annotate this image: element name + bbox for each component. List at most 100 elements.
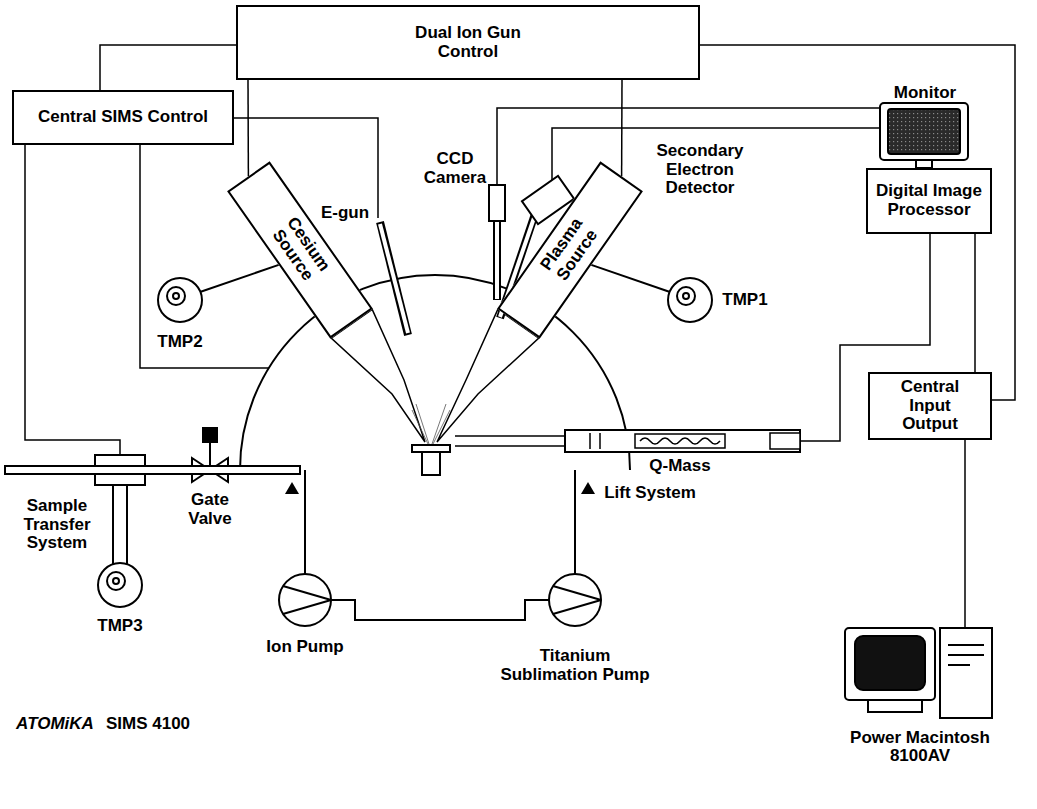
monitor-drawing bbox=[888, 109, 960, 154]
io-box: Central Input Output bbox=[868, 372, 992, 440]
gate-valve bbox=[203, 428, 217, 442]
turbo-pump-symbol bbox=[158, 278, 202, 322]
electron-gun bbox=[380, 224, 408, 333]
flow-triangle bbox=[285, 482, 595, 494]
sample-transfer-rod bbox=[5, 466, 300, 474]
monitor: Monitor bbox=[872, 80, 978, 165]
control-wire bbox=[25, 145, 120, 455]
part-label: Q-Mass bbox=[649, 457, 710, 476]
ion-gun-tip bbox=[331, 309, 539, 442]
pump-line bbox=[331, 600, 549, 620]
part-label: Titanium Sublimation Pump bbox=[493, 647, 658, 684]
computer-drawing bbox=[940, 628, 992, 718]
ion-beam bbox=[416, 404, 429, 444]
ccd-camera bbox=[495, 222, 499, 299]
quadrupole-mass-spectrometer bbox=[599, 433, 601, 449]
ion-source: Cesium Source bbox=[227, 161, 373, 338]
part-label-text: Titanium Sublimation Pump bbox=[500, 646, 649, 684]
sample-stage bbox=[422, 452, 440, 475]
part-label-text: Gate Valve bbox=[188, 490, 232, 528]
quadrupole-mass-spectrometer bbox=[770, 433, 800, 449]
part-label: CCD Camera bbox=[420, 150, 490, 187]
sample-stage bbox=[412, 445, 450, 475]
part-label-text: Ion Pump bbox=[266, 637, 343, 656]
node-text: Central Input Output bbox=[890, 378, 970, 434]
part-label-text: SIMS 4100 bbox=[106, 714, 190, 733]
turbo-pump-symbol bbox=[113, 578, 119, 584]
part-label: TMP1 bbox=[722, 291, 767, 310]
ccd-camera bbox=[489, 185, 505, 221]
computer-drawing bbox=[855, 636, 925, 690]
computer-drawing bbox=[845, 628, 992, 718]
turbo-pump-symbol bbox=[591, 265, 670, 292]
turbo-pump-symbol bbox=[98, 563, 142, 607]
pump-line bbox=[574, 470, 576, 574]
vacuum-pump-symbol bbox=[283, 600, 331, 614]
turbo-pump-symbol bbox=[126, 485, 128, 564]
vacuum-pump-symbol bbox=[279, 574, 601, 626]
node-text: Monitor bbox=[894, 84, 956, 103]
computer-drawing bbox=[948, 664, 970, 666]
quadrupole-mass-spectrometer bbox=[455, 435, 565, 437]
vacuum-pump-symbol bbox=[553, 600, 601, 614]
control-wire bbox=[25, 108, 930, 455]
part-label: Ion Pump bbox=[266, 638, 343, 657]
computer-drawing bbox=[948, 654, 984, 656]
part-label-text: TMP1 bbox=[722, 290, 767, 309]
part-label-text: CCD Camera bbox=[424, 149, 486, 187]
pump-line bbox=[305, 470, 575, 620]
node-text: Dual Ion Gun Control bbox=[403, 24, 533, 61]
ion-gun-tip bbox=[331, 309, 425, 442]
pump-line bbox=[304, 470, 306, 574]
part-label: ATOMiKA bbox=[16, 715, 94, 734]
ccd-camera bbox=[493, 221, 501, 300]
control-box: Dual Ion Gun Control bbox=[236, 5, 700, 80]
signal-wire bbox=[247, 80, 249, 176]
part-label: TMP2 bbox=[157, 333, 202, 352]
monitor-drawing bbox=[880, 103, 968, 160]
computer-drawing bbox=[948, 644, 984, 646]
signal-wire bbox=[974, 234, 976, 372]
computer-drawing bbox=[868, 700, 922, 712]
node-text: Digital Image Processor bbox=[876, 182, 982, 219]
computer: Power Macintosh 8100AV bbox=[835, 628, 1005, 770]
ion-beam bbox=[412, 404, 450, 444]
flow-triangle bbox=[581, 482, 595, 494]
part-label: Gate Valve bbox=[180, 491, 240, 528]
signal-wire bbox=[964, 440, 966, 628]
control-box: Central SIMS Control bbox=[12, 90, 234, 145]
ccd-camera bbox=[489, 185, 505, 300]
ion-beam bbox=[432, 404, 446, 444]
quadrupole-mass-spectrometer bbox=[635, 434, 725, 448]
vacuum-pump-symbol bbox=[279, 574, 331, 626]
signal-wire bbox=[700, 45, 1015, 400]
flow-triangle bbox=[285, 482, 299, 494]
part-label: E-gun bbox=[321, 204, 369, 223]
part-label: Sample Transfer System bbox=[12, 497, 102, 553]
node-text: Power Macintosh 8100AV bbox=[843, 729, 997, 766]
part-label-text: Lift System bbox=[604, 483, 696, 502]
part-label: SIMS 4100 bbox=[106, 715, 190, 734]
turbo-pump-symbol bbox=[668, 278, 712, 322]
part-label-text: Sample Transfer System bbox=[23, 496, 90, 552]
turbo-pump-symbol bbox=[167, 287, 185, 305]
computer-drawing bbox=[845, 628, 935, 700]
vacuum-pump-symbol bbox=[283, 586, 331, 600]
quadrupole-mass-spectrometer bbox=[589, 433, 591, 449]
processor-box: Digital Image Processor bbox=[866, 168, 992, 234]
electron-gun bbox=[380, 222, 408, 335]
turbo-pump-symbol bbox=[677, 287, 695, 305]
turbo-pump-symbol bbox=[173, 293, 179, 299]
part-label: TMP3 bbox=[97, 617, 142, 636]
part-label: Lift System bbox=[604, 484, 696, 503]
vacuum-pump-symbol bbox=[549, 574, 601, 626]
ion-gun-tip bbox=[437, 309, 539, 442]
sample-transfer-rod bbox=[5, 455, 300, 485]
turbo-pump-symbol bbox=[112, 485, 114, 564]
monitor-drawing bbox=[880, 103, 968, 168]
signal-wire bbox=[100, 45, 236, 90]
sample-stage bbox=[412, 445, 450, 452]
part-label-text: ATOMiKA bbox=[16, 714, 94, 733]
monitor-drawing bbox=[916, 160, 932, 168]
quadrupole-mass-spectrometer bbox=[640, 438, 720, 444]
